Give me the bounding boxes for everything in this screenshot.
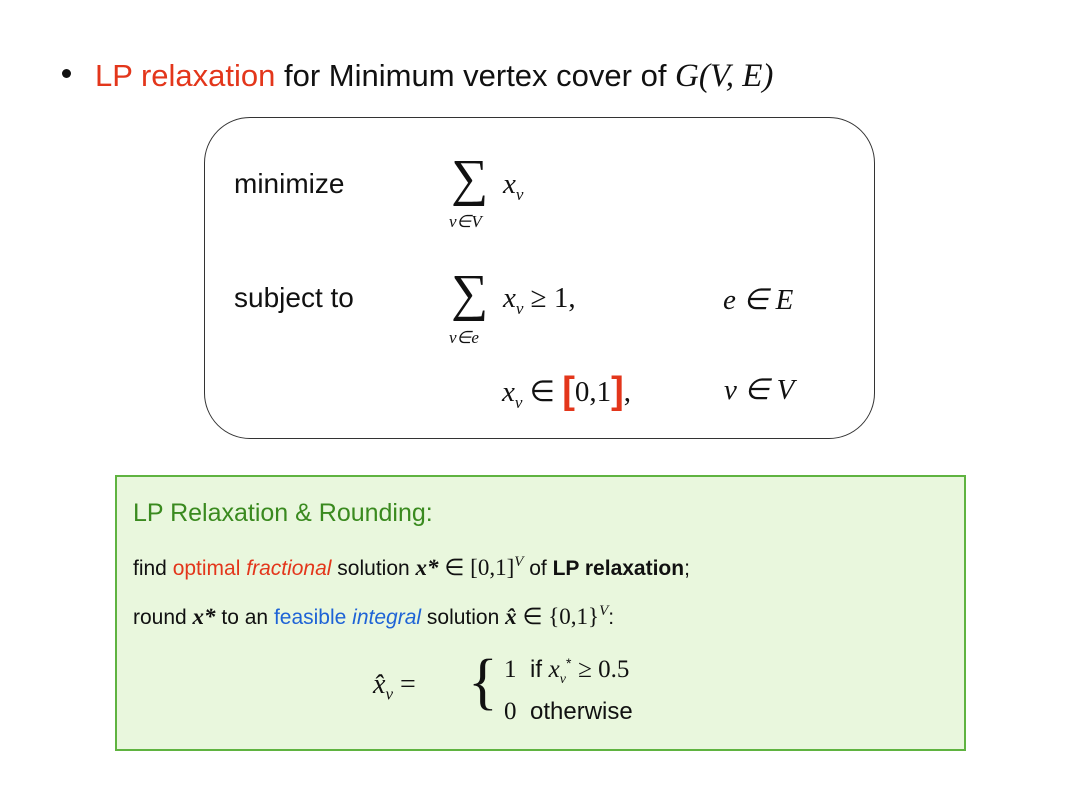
constraint-expression: xv ≥ 1,: [503, 282, 576, 318]
bullet-text: for Minimum vertex cover of: [275, 58, 676, 93]
x-hat-symbol: x̂: [505, 604, 517, 629]
graph-notation: G(V, E): [675, 58, 774, 94]
objective-expression: xv: [503, 168, 524, 204]
bound-range: v ∈ V: [724, 374, 795, 406]
constraint-sum-index: v∈e: [449, 328, 479, 347]
open-bracket: [: [562, 370, 575, 412]
objective-sum-index: v∈V: [449, 212, 482, 231]
rounding-line-2: round x* to an feasible integral solutio…: [133, 603, 615, 629]
objective-sum-symbol: ∑: [451, 150, 489, 207]
bullet-line: LP relaxation for Minimum vertex cover o…: [62, 58, 773, 95]
x-star-symbol: x*: [415, 555, 439, 580]
constraint-sum-symbol: ∑: [451, 265, 489, 322]
x-star-symbol: x*: [192, 604, 216, 629]
rounding-box: [115, 475, 966, 751]
cases-lhs: x̂v =: [373, 669, 416, 704]
minimize-label: minimize: [234, 168, 345, 199]
close-bracket: ]: [611, 370, 624, 412]
bound-expression: xv ∈ [0,1],: [502, 370, 631, 412]
lp-formulation-box: [204, 117, 875, 439]
lp-relaxation-highlight: LP relaxation: [95, 58, 276, 93]
rounding-line-1: find optimal fractional solution x* ∈ [0…: [133, 554, 690, 580]
bullet-dot: [62, 69, 71, 79]
constraint-range: e ∈ E: [723, 284, 794, 316]
rounding-title: LP Relaxation & Rounding:: [133, 499, 433, 527]
subject-to-label: subject to: [234, 282, 354, 313]
cases-brace: {: [468, 648, 498, 716]
